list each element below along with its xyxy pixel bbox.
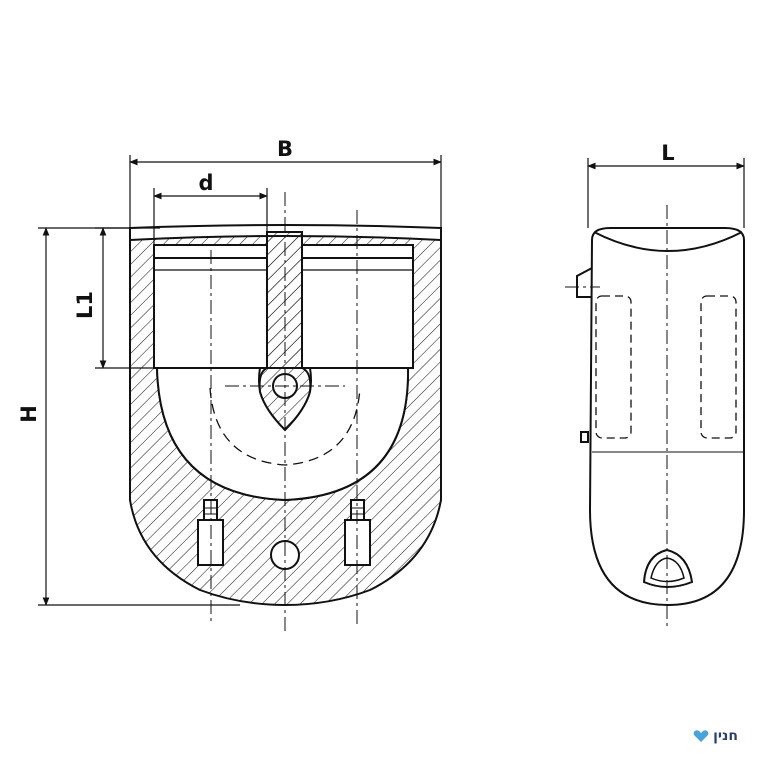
side-slot-left	[595, 295, 632, 439]
side-top-dome	[593, 231, 743, 252]
brand-logo: חנין	[693, 728, 738, 744]
dimension-L1-label: L1	[73, 291, 97, 319]
dimension-B	[129, 155, 442, 228]
side-view	[565, 205, 745, 630]
centerlines	[210, 192, 358, 635]
side-pin	[580, 431, 589, 443]
dimension-d	[153, 188, 268, 245]
dimension-L	[587, 158, 745, 228]
dimension-H-label: H	[17, 405, 41, 423]
front-section-view	[129, 192, 442, 635]
dimension-L-label: L	[661, 141, 674, 165]
dimension-B-label: B	[277, 137, 293, 161]
dimension-d-label: d	[198, 171, 213, 195]
logo-text: חנין	[713, 728, 738, 744]
inner-cavity	[155, 367, 410, 502]
side-lug	[576, 267, 593, 298]
side-slot-right	[700, 295, 737, 439]
dimension-H	[38, 227, 240, 606]
heart-icon	[693, 730, 709, 742]
